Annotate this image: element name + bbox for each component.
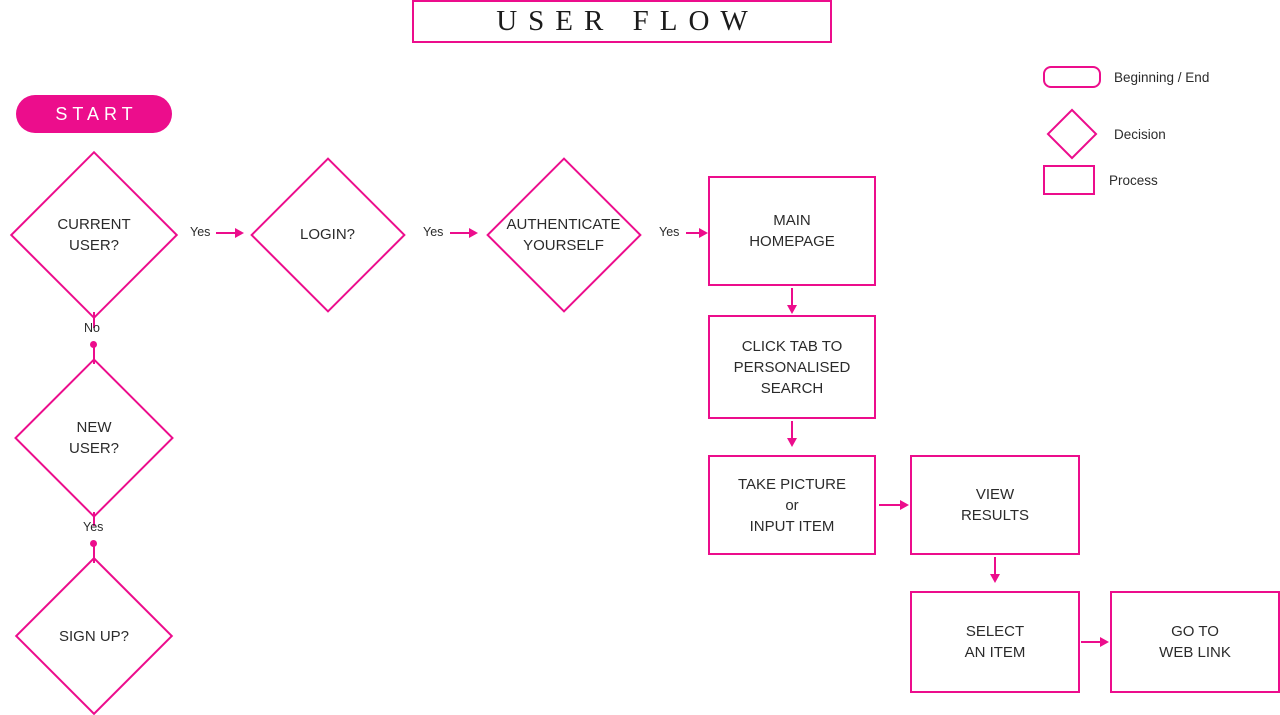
decision-label: SIGN UP? — [0, 563, 188, 709]
arrow-shaft — [450, 232, 469, 234]
arrow-authenticate-to-homepage — [686, 228, 708, 238]
decision-label-line1: CURRENT — [57, 215, 131, 233]
arrow-click-tab-to-take-picture — [787, 421, 797, 447]
connector-new-user-to-sign-up-lower — [93, 543, 95, 563]
process-go-to-web-link: GO TO WEB LINK — [1110, 591, 1280, 693]
connector-current-user-to-new-user-upper — [93, 312, 95, 328]
arrow-head-right-icon — [699, 228, 708, 238]
arrow-homepage-to-click-tab — [787, 288, 797, 314]
process-view-results: VIEW RESULTS — [910, 455, 1080, 555]
arrow-login-to-authenticate — [450, 228, 478, 238]
decision-current-user: CURRENT USER? — [0, 150, 188, 319]
edge-label-current-user-yes: Yes — [190, 225, 211, 239]
process-label-line1: VIEW — [975, 486, 1015, 503]
arrow-take-picture-to-view-results — [879, 500, 909, 510]
connector-new-user-to-sign-up-upper — [93, 512, 95, 526]
arrow-shaft — [216, 232, 235, 234]
process-label-line2: WEB LINK — [1159, 644, 1231, 661]
legend-item-process: Process — [1043, 165, 1158, 195]
process-label-line1: MAIN — [773, 212, 811, 229]
edge-label-login-yes: Yes — [423, 225, 444, 239]
decision-label-line1: AUTHENTICATE — [506, 215, 621, 233]
process-select-an-item: SELECT AN ITEM — [910, 591, 1080, 693]
arrow-shaft — [1081, 641, 1100, 643]
process-label-line2: AN ITEM — [964, 644, 1026, 661]
process-label-line1: TAKE PICTURE — [737, 475, 847, 493]
edge-label-new-user-yes: Yes — [83, 520, 104, 534]
arrow-head-down-icon — [990, 574, 1000, 583]
decision-new-user: NEW USER? — [0, 358, 188, 518]
diagram-title-box: USER FLOW — [412, 0, 832, 43]
arrow-head-right-icon — [1100, 637, 1109, 647]
decision-login: LOGIN? — [240, 156, 415, 313]
arrow-shaft — [879, 504, 900, 506]
arrow-current-user-to-login — [216, 228, 244, 238]
arrow-shaft — [686, 232, 699, 234]
legend-item-decision: Decision — [1043, 106, 1166, 162]
process-label-line3: SEARCH — [760, 379, 824, 397]
decision-label-line1: NEW — [76, 419, 112, 436]
legend-item-label: Decision — [1114, 126, 1166, 142]
process-label-line2: HOMEPAGE — [749, 233, 835, 250]
decision-label: CURRENT USER? — [0, 157, 188, 312]
connector-current-user-to-new-user-lower — [93, 344, 95, 364]
diamond-icon — [1043, 106, 1101, 162]
arrow-shaft — [791, 421, 793, 438]
process-click-tab: CLICK TAB TO PERSONALISED SEARCH — [708, 315, 876, 419]
rectangle-icon — [1043, 165, 1095, 195]
start-node-label: START — [55, 103, 138, 124]
arrow-head-right-icon — [900, 500, 909, 510]
arrow-view-results-to-select-item — [990, 557, 1000, 583]
arrow-head-right-icon — [235, 228, 244, 238]
process-label-line1: CLICK TAB TO — [741, 337, 843, 355]
decision-sign-up: SIGN UP? — [0, 556, 188, 715]
decision-label-line1: SIGN UP? — [58, 627, 130, 645]
page-title: USER FLOW — [496, 5, 759, 37]
process-label-line2: or — [785, 496, 799, 514]
decision-label: AUTHENTICATE YOURSELF — [476, 157, 651, 312]
process-label-line2: PERSONALISED — [733, 358, 851, 376]
edge-label-current-user-no: No — [84, 321, 100, 335]
diamond-icon-shape — [1046, 108, 1098, 160]
decision-label: NEW USER? — [0, 364, 188, 512]
legend-item-label: Beginning / End — [1114, 69, 1210, 85]
arrow-shaft — [791, 288, 793, 305]
process-label-line2: RESULTS — [960, 507, 1030, 524]
arrow-shaft — [994, 557, 996, 574]
start-node: START — [16, 95, 172, 133]
legend: Beginning / End Decision Process — [1043, 66, 1279, 202]
decision-label: LOGIN? — [240, 157, 415, 312]
decision-authenticate: AUTHENTICATE YOURSELF — [476, 156, 651, 313]
legend-item-beginning-end: Beginning / End — [1043, 66, 1209, 88]
arrow-head-right-icon — [469, 228, 478, 238]
legend-item-label: Process — [1109, 172, 1158, 188]
process-label-line1: SELECT — [965, 623, 1025, 640]
arrow-head-down-icon — [787, 305, 797, 314]
edge-label-authenticate-yes: Yes — [659, 225, 680, 239]
decision-label-line2: YOURSELF — [523, 236, 604, 254]
process-label-line3: INPUT ITEM — [749, 517, 835, 535]
arrow-head-down-icon — [787, 438, 797, 447]
process-main-homepage: MAIN HOMEPAGE — [708, 176, 876, 286]
decision-label-line1: LOGIN? — [299, 226, 356, 243]
decision-label-line2: USER? — [68, 440, 120, 457]
decision-label-line2: USER? — [68, 236, 120, 254]
process-take-picture: TAKE PICTURE or INPUT ITEM — [708, 455, 876, 555]
process-label-line1: GO TO — [1171, 623, 1219, 640]
rounded-rectangle-icon — [1043, 66, 1101, 88]
arrow-select-item-to-web-link — [1081, 637, 1109, 647]
